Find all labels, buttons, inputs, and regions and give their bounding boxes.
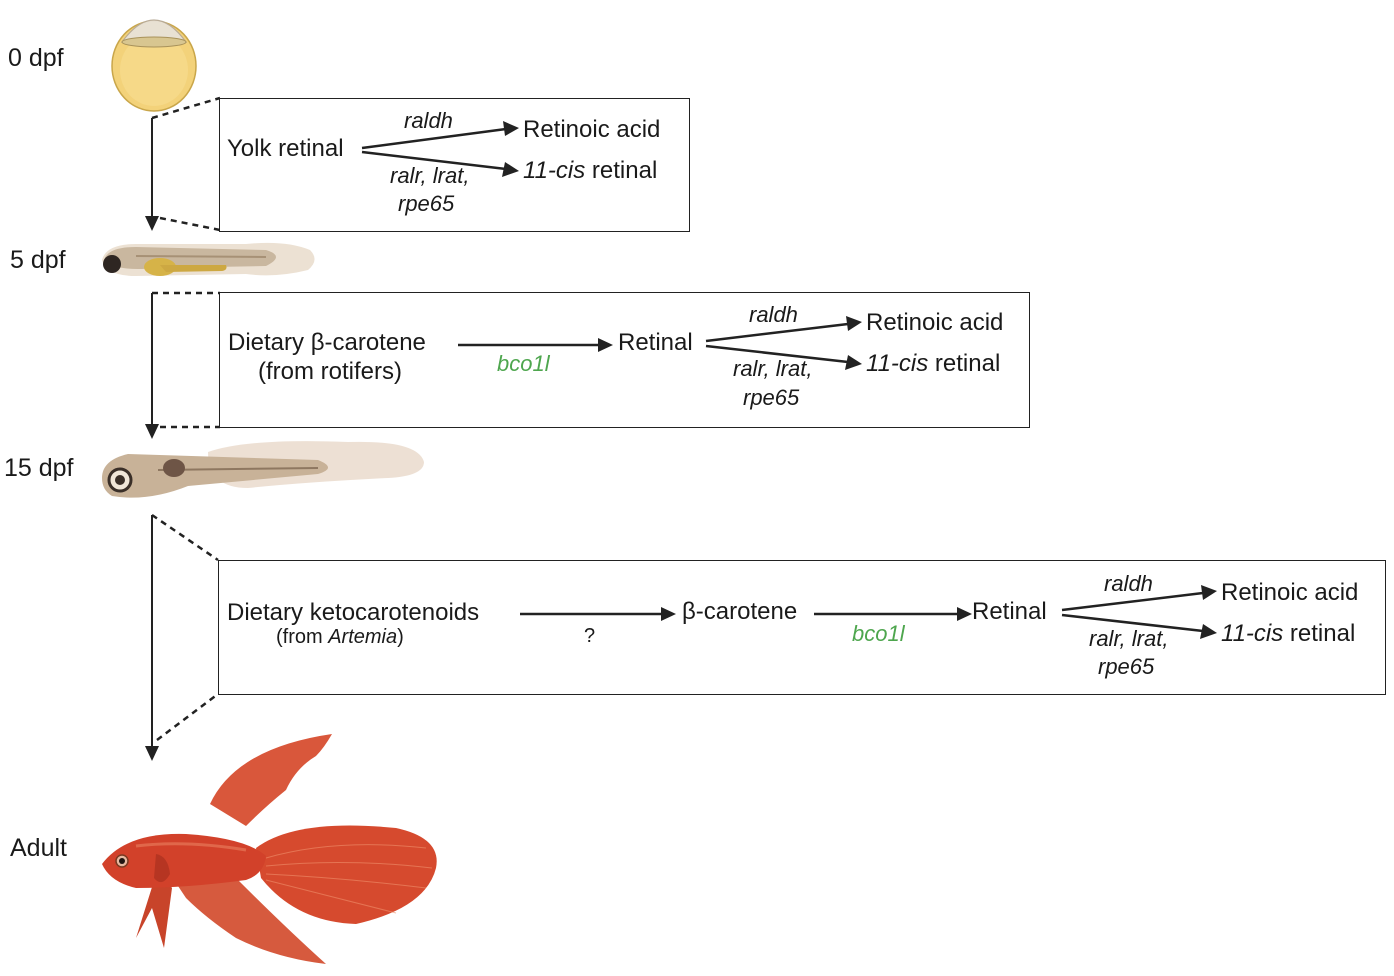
arrowhead bbox=[503, 121, 519, 136]
arrowhead-down bbox=[145, 746, 159, 761]
source-from-prefix: (from bbox=[276, 626, 329, 648]
pathway-box-yolk bbox=[219, 98, 690, 232]
product-retinal-suffix: retinal bbox=[585, 157, 658, 184]
arrowhead bbox=[598, 338, 613, 352]
gene-rpe65: rpe65 bbox=[743, 385, 800, 410]
arrowhead-down bbox=[145, 216, 159, 231]
egg-illustration bbox=[111, 19, 197, 112]
source-from-suffix: ) bbox=[397, 626, 404, 648]
product-retinoic-acid: Retinoic acid bbox=[1221, 579, 1359, 606]
arrowhead bbox=[502, 162, 519, 177]
intermediate-retinal: Retinal bbox=[618, 329, 693, 356]
source-from-artemia: (from Artemia) bbox=[276, 626, 404, 649]
arrowhead-down bbox=[145, 424, 159, 439]
source-yolk-retinal: Yolk retinal bbox=[227, 135, 344, 162]
enzyme-bco1l: bco1l bbox=[852, 621, 905, 646]
product-11-cis-prefix: 11-cis bbox=[866, 350, 929, 377]
product-11-cis-prefix: 11-cis bbox=[523, 157, 586, 184]
source-dietary-beta-carotene: Dietary β-carotene bbox=[228, 329, 426, 356]
arrowhead bbox=[661, 607, 676, 621]
gene-rpe65: rpe65 bbox=[1098, 654, 1155, 679]
product-retinoic-acid: Retinoic acid bbox=[866, 309, 1004, 336]
intermediate-retinal: Retinal bbox=[972, 598, 1047, 625]
zoom-line bbox=[151, 96, 221, 120]
arrow-to-retinoic-acid bbox=[361, 127, 507, 150]
source-artemia: Artemia bbox=[328, 626, 398, 648]
gene-ralr-lrat: ralr, lrat, bbox=[1089, 626, 1169, 651]
intermediate-beta-carotene: β-carotene bbox=[682, 598, 798, 625]
arrow-to-11-cis-retinal bbox=[1061, 613, 1204, 633]
gene-raldh: raldh bbox=[1104, 571, 1153, 596]
pathway-box-rotifers bbox=[219, 292, 1030, 428]
larva-15dpf-illustration bbox=[102, 441, 424, 498]
stage-label-adult: Adult bbox=[10, 834, 67, 862]
source-from-rotifers: (from rotifers) bbox=[258, 358, 402, 385]
stage-label-15dpf: 15 dpf bbox=[4, 454, 74, 482]
arrow-to-11-cis-retinal bbox=[705, 344, 849, 364]
arrow-to-retinoic-acid bbox=[1061, 591, 1204, 612]
source-dietary-ketocarotenoids: Dietary ketocarotenoids bbox=[227, 599, 480, 626]
gene-ralr-lrat: ralr, lrat, bbox=[733, 356, 813, 381]
arrowhead bbox=[1200, 624, 1217, 639]
product-11-cis-retinal: 11-cis retinal bbox=[866, 350, 1000, 378]
stage-label-0dpf: 0 dpf bbox=[8, 44, 64, 72]
pathway-box-artemia bbox=[218, 560, 1386, 695]
gene-ralr-lrat: ralr, lrat, bbox=[390, 163, 470, 188]
product-retinal-suffix: retinal bbox=[1283, 620, 1356, 647]
product-11-cis-retinal: 11-cis retinal bbox=[523, 157, 657, 185]
gene-rpe65: rpe65 bbox=[398, 191, 455, 216]
gene-raldh: raldh bbox=[404, 108, 453, 133]
product-11-cis-prefix: 11-cis bbox=[1221, 620, 1284, 647]
product-retinoic-acid: Retinoic acid bbox=[523, 116, 661, 143]
zoom-line bbox=[156, 693, 219, 741]
product-11-cis-retinal: 11-cis retinal bbox=[1221, 620, 1355, 648]
arrow-to-11-cis-retinal bbox=[361, 150, 507, 171]
arrowhead bbox=[1201, 585, 1217, 600]
zoom-line bbox=[151, 513, 219, 562]
adult-betta-fish-illustration bbox=[102, 734, 437, 964]
stage-label-5dpf: 5 dpf bbox=[10, 246, 66, 274]
arrowhead bbox=[846, 316, 862, 331]
larva-5dpf-illustration bbox=[102, 242, 315, 276]
arrow-to-retinoic-acid bbox=[705, 322, 849, 343]
product-retinal-suffix: retinal bbox=[928, 350, 1001, 377]
arrowhead bbox=[845, 355, 862, 370]
enzyme-bco1l: bco1l bbox=[497, 351, 550, 376]
arrowhead bbox=[957, 607, 972, 621]
unknown-step-label: ? bbox=[584, 625, 596, 647]
gene-raldh: raldh bbox=[749, 302, 798, 327]
